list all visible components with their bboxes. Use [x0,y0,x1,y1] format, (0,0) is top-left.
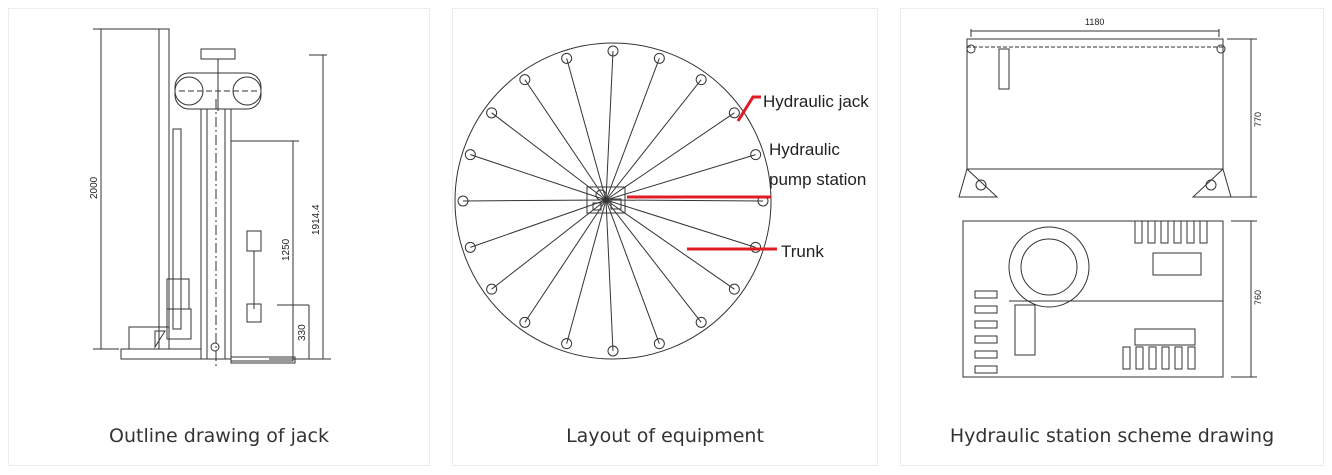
station-drawing: 1180 770 760 [958,17,1263,378]
spoke-line [605,199,614,352]
jack-circle [695,316,707,328]
jack-circle [695,74,707,86]
valve-fitting [974,365,998,374]
jack-circle [464,241,476,253]
jack-circle [464,149,476,161]
jack-circle [561,52,573,64]
jack-circle [750,241,762,253]
valve-fitting [974,290,998,299]
caption-jack-outline: Outline drawing of jack [109,425,329,447]
valve-fitting [1147,220,1156,244]
spoke-line [605,199,735,290]
spoke-line [605,199,756,248]
valve-fitting [974,320,998,329]
valve-fitting [1174,346,1183,370]
spoke-line [470,154,607,201]
dim-330: 330 [297,324,308,341]
label-hydraulic-jack: Hydraulic jack [763,92,869,111]
jack-circle [750,149,762,161]
spoke-line [470,199,607,248]
spoke-line [605,199,660,344]
spoke-line [605,50,614,201]
jack-circle [728,283,740,295]
valve-fitting [1173,220,1182,244]
valve-fitting [974,335,998,344]
jack-circle [519,316,531,328]
label-pump-line1: Hydraulic [769,140,840,159]
spoke-line [605,112,735,201]
jack-circle [728,107,740,119]
card-layout: Hydraulic jack Hydraulic pump station Tr… [452,8,878,466]
jack-circle [486,283,498,295]
dim-2000: 2000 [89,176,100,199]
dim-1250: 1250 [281,238,292,261]
valve-fittings [974,220,1208,374]
valve-fitting [1186,220,1195,244]
spoke-line [605,199,764,202]
jack-circle [607,345,619,357]
dim-1180: 1180 [1085,17,1104,27]
spoke-line [605,58,660,201]
jack-circle [457,195,469,207]
spoke-line [462,199,607,202]
caption-layout: Layout of equipment [566,425,764,447]
valve-fitting [974,305,998,314]
card-jack-outline: 2000 1250 33 [8,8,430,466]
valve-fitting [1199,220,1208,244]
jack-circle [519,74,531,86]
caption-hydraulic-station: Hydraulic station scheme drawing [949,425,1275,447]
spoke-line [605,199,702,323]
dim-1914: 1914.4 [311,204,322,235]
spoke-line [566,199,607,344]
layout-drawing: Hydraulic jack Hydraulic pump station Tr… [454,42,869,360]
valve-fitting [1148,346,1157,370]
label-trunk: Trunk [781,242,824,261]
leader-jack [736,95,761,122]
valve-fitting [1187,346,1196,370]
valve-fitting [974,350,998,359]
valve-fitting [1160,220,1169,244]
jack-circle [653,52,665,64]
jack-spokes [457,45,769,357]
spoke-line [491,112,607,201]
spoke-line [524,199,607,323]
spoke-line [605,79,702,201]
dim-760: 760 [1253,290,1263,305]
label-pump-line2: pump station [769,170,866,189]
valve-fitting [1122,346,1131,370]
jack-circle [607,45,619,57]
jack-outline-drawing: 2000 1250 33 [89,28,331,369]
valve-fitting [1134,220,1143,244]
valve-fitting [1161,346,1170,370]
jack-circle [486,107,498,119]
spoke-line [605,154,756,201]
card-hydraulic-station: 1180 770 760 Hydraulic station scheme dr… [900,8,1324,466]
spoke-line [491,199,607,290]
spoke-line [566,58,607,201]
spoke-line [524,79,607,201]
jack-circle [561,338,573,350]
jack-circle [653,338,665,350]
valve-fitting [1135,346,1144,370]
dim-770: 770 [1253,112,1263,127]
